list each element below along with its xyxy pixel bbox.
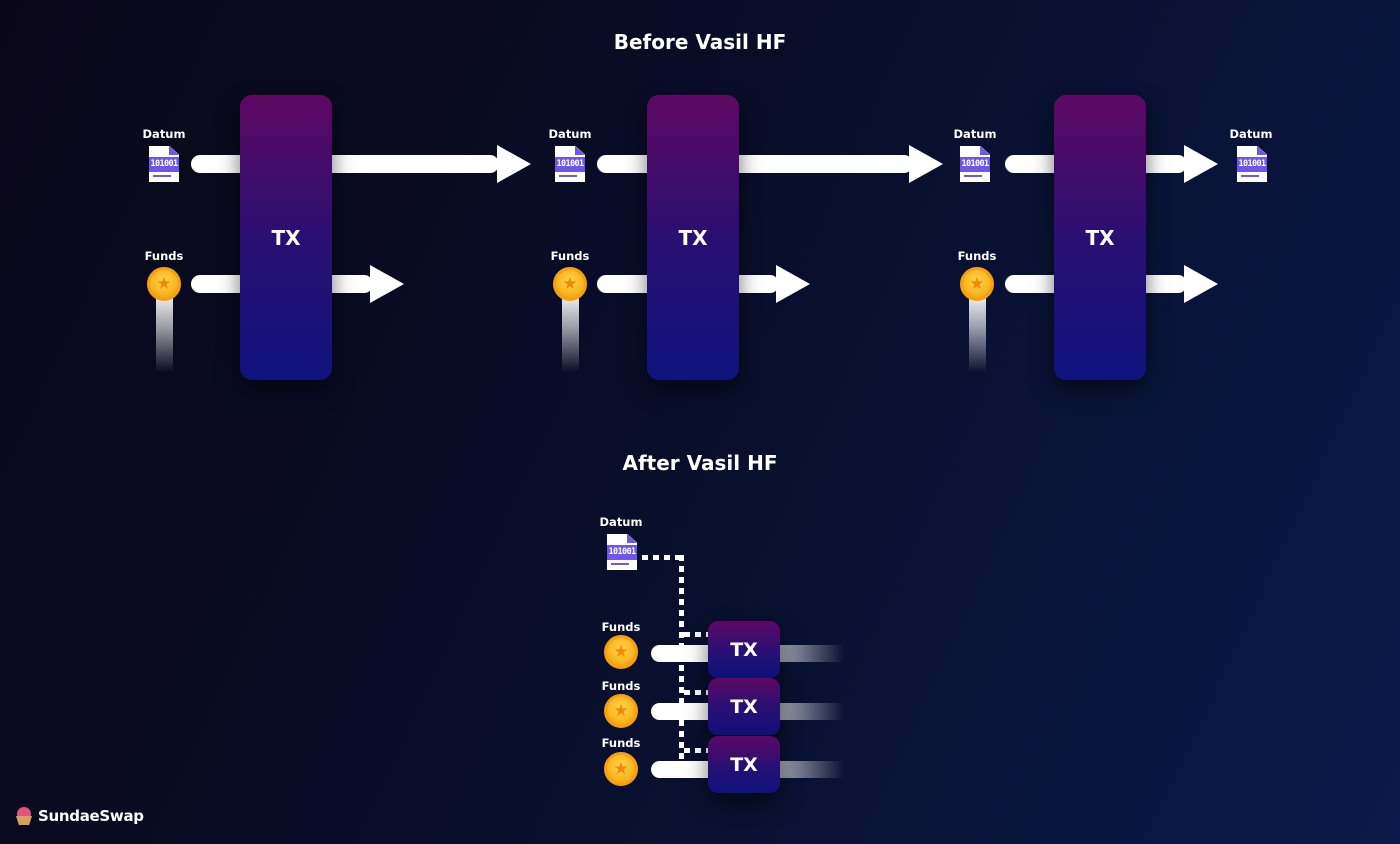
datum-reference-branch: [684, 748, 710, 753]
funds-label: Funds: [144, 249, 184, 263]
sundaeswap-logo: SundaeSwap: [14, 806, 144, 826]
gold-coin-icon: ★: [960, 267, 994, 301]
funds-label: Funds: [550, 249, 590, 263]
datum-label: Datum: [142, 127, 186, 141]
before-vasil-title: Before Vasil HF: [613, 30, 787, 54]
tx-output-trail: [778, 645, 844, 662]
datum-reference-branch: [684, 690, 710, 695]
datum-arrow-head: [909, 145, 943, 183]
tx-block: TX: [708, 736, 780, 793]
gold-coin-icon: ★: [553, 267, 587, 301]
after-vasil-title: After Vasil HF: [622, 451, 778, 475]
gold-coin-icon: ★: [604, 752, 638, 786]
datum-reference-line: [642, 555, 685, 560]
datum-document-icon: 101001: [607, 534, 637, 570]
datum-document-icon: 101001: [149, 146, 179, 182]
funds-history-trail: [562, 290, 579, 372]
gold-coin-icon: ★: [147, 267, 181, 301]
funds-input-line: [651, 703, 721, 720]
funds-history-trail: [969, 290, 986, 372]
funds-history-trail: [156, 290, 173, 372]
tx-output-trail: [778, 703, 844, 720]
funds-input-line: [651, 645, 721, 662]
datum-reference-branch: [684, 632, 710, 637]
gold-coin-icon: ★: [604, 694, 638, 728]
tx-output-trail: [778, 761, 844, 778]
tx-block: TX: [708, 621, 780, 678]
funds-label: Funds: [601, 620, 641, 634]
funds-label: Funds: [601, 736, 641, 750]
tx-block: TX: [240, 95, 332, 380]
gold-coin-icon: ★: [604, 635, 638, 669]
datum-arrow-head: [1184, 145, 1218, 183]
funds-arrow-head: [370, 265, 404, 303]
datum-arrow-head: [497, 145, 531, 183]
funds-label: Funds: [957, 249, 997, 263]
funds-label: Funds: [601, 679, 641, 693]
tx-block: TX: [708, 678, 780, 735]
datum-document-icon: 101001: [1237, 146, 1267, 182]
tx-block: TX: [647, 95, 739, 380]
funds-input-line: [651, 761, 721, 778]
sundae-logo-icon: [14, 806, 34, 826]
brand-name: SundaeSwap: [38, 807, 144, 825]
funds-arrow-head: [776, 265, 810, 303]
tx-block: TX: [1054, 95, 1146, 380]
datum-label: Datum: [599, 515, 643, 529]
datum-document-icon: 101001: [960, 146, 990, 182]
datum-label: Datum: [953, 127, 997, 141]
datum-document-icon: 101001: [555, 146, 585, 182]
funds-arrow-head: [1184, 265, 1218, 303]
datum-arrow-shaft: [191, 155, 499, 173]
datum-arrow-shaft: [597, 155, 913, 173]
datum-label: Datum: [1229, 127, 1273, 141]
datum-label: Datum: [548, 127, 592, 141]
